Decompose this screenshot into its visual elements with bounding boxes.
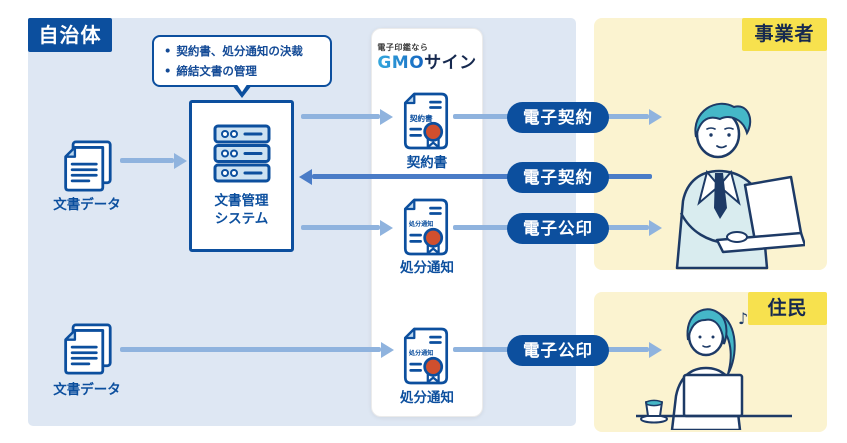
arrow-left-icon <box>299 169 312 185</box>
bullet-icon: • <box>164 44 172 58</box>
document-label: 契約書 <box>406 155 448 171</box>
document-data-top <box>58 140 116 196</box>
callout-item-text: 締結文書の管理 <box>176 63 257 78</box>
arrow-right-icon <box>380 109 393 125</box>
gmo-brand-sign: サイン <box>424 53 477 73</box>
arrow-right-icon <box>380 220 393 236</box>
contract-document: 契約書 <box>399 91 453 155</box>
resident-label: 住民 <box>748 292 827 325</box>
document-badge-text: 処分通知 <box>408 349 433 357</box>
document-data-bottom <box>58 323 116 379</box>
system-label-line1: 文書管理 <box>214 192 269 209</box>
municipality-label: 自治体 <box>28 18 112 52</box>
certificate-document-icon: 処分通知 <box>403 327 449 385</box>
callout-item: • 締結文書の管理 <box>164 62 322 82</box>
callout-item: • 契約書、処分通知の決裁 <box>164 42 322 62</box>
arrow-right-icon <box>649 342 662 358</box>
flow-label-electronic-contract: 電子契約 <box>507 102 609 133</box>
disposition-notice-1: 処分通知 <box>399 197 453 261</box>
arrow-right-icon <box>174 153 187 169</box>
gmo-sign-logo: 電子印鑑なら GMOサイン <box>371 42 483 73</box>
certificate-document-icon: 処分通知 <box>403 198 449 256</box>
document-data-label: 文書データ <box>53 382 121 398</box>
music-note-icon: ♪ <box>738 309 748 328</box>
system-label: 文書管理 システム <box>215 192 269 228</box>
gmo-brand-gmo: GMO <box>377 53 425 73</box>
business-operator-label: 事業者 <box>742 18 827 51</box>
flow-label-electronic-seal: 電子公印 <box>507 213 609 244</box>
document-data-label: 文書データ <box>53 197 121 213</box>
server-icon <box>213 124 270 183</box>
document-badge-text: 契約書 <box>409 113 433 123</box>
document-label: 処分通知 <box>400 390 454 406</box>
document-label: 処分通知 <box>400 260 454 276</box>
approval-callout: • 契約書、処分通知の決裁 • 締結文書の管理 <box>152 35 332 98</box>
flow-label-electronic-seal-bottom: 電子公印 <box>507 335 609 366</box>
callout-item-text: 契約書、処分通知の決裁 <box>176 44 303 58</box>
arrow-right-icon <box>381 342 394 358</box>
document-badge-text: 処分通知 <box>408 220 433 228</box>
resident-illustration: ♪ <box>636 308 792 430</box>
gmo-brand: GMOサイン <box>377 53 476 73</box>
system-label-line2: システム <box>214 211 269 227</box>
document-management-system: 文書管理 システム <box>189 100 294 252</box>
disposition-notice-2: 処分通知 <box>399 326 453 390</box>
bullet-icon: • <box>164 63 172 78</box>
gmo-tagline: 電子印鑑なら <box>377 43 429 52</box>
flow-label-electronic-contract-return: 電子契約 <box>507 162 609 193</box>
arrow-right-icon <box>649 109 662 125</box>
arrow-right-icon <box>649 220 662 236</box>
certificate-document-icon: 契約書 <box>403 92 449 150</box>
document-stack-icon <box>64 140 112 192</box>
business-person-illustration <box>675 102 805 270</box>
document-stack-icon <box>64 323 112 375</box>
